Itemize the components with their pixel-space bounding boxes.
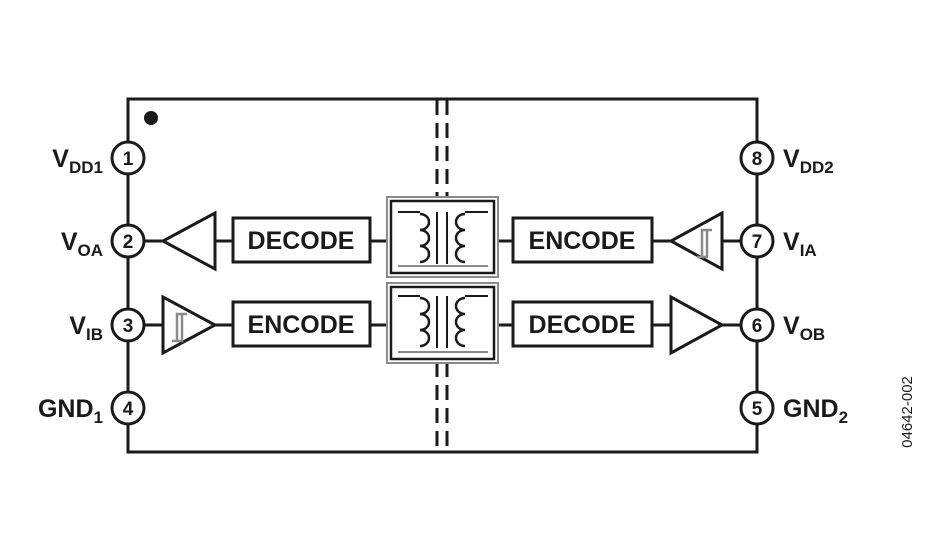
decode-block-b bbox=[511, 300, 654, 348]
transformer-a bbox=[386, 196, 499, 278]
pin-label-vdd1: VDD1 bbox=[52, 145, 103, 177]
input-buffer-b bbox=[161, 294, 219, 356]
pin-label-gnd1: GND1 bbox=[38, 395, 103, 427]
decode-block-a bbox=[231, 216, 372, 264]
block-label: DECODE bbox=[529, 311, 636, 339]
block-label: ENCODE bbox=[248, 311, 355, 339]
pin-8-circle bbox=[739, 140, 775, 176]
pin-number: 6 bbox=[752, 316, 763, 337]
pin-number: 1 bbox=[123, 149, 134, 170]
transformer-b bbox=[386, 282, 499, 364]
pin-label-via: VIA bbox=[783, 228, 817, 260]
isolation-barrier bbox=[435, 100, 449, 451]
pin-label-vob: VOB bbox=[783, 312, 825, 344]
encode-block-b bbox=[231, 300, 372, 348]
pin-5-circle bbox=[739, 390, 775, 426]
pin-label-vdd2: VDD2 bbox=[783, 145, 834, 177]
pin-number: 8 bbox=[752, 149, 763, 170]
pin-number: 2 bbox=[123, 232, 134, 253]
pin-number: 4 bbox=[123, 399, 134, 420]
schmitt-trigger-icon bbox=[697, 228, 712, 259]
pin-label-voa: VOA bbox=[61, 228, 103, 260]
pin-4-circle bbox=[110, 390, 146, 426]
pin-number: 3 bbox=[123, 316, 134, 337]
pin-number: 5 bbox=[752, 399, 763, 420]
pin1-indicator-dot bbox=[144, 111, 158, 125]
pin-1-circle bbox=[110, 140, 146, 176]
block-label: ENCODE bbox=[529, 227, 636, 255]
schmitt-trigger-icon bbox=[172, 312, 187, 343]
input-buffer-a bbox=[667, 210, 724, 272]
pin-label-vib: VIB bbox=[69, 312, 103, 344]
pin-number: 7 bbox=[752, 232, 763, 253]
pin-label-gnd2: GND2 bbox=[783, 395, 848, 427]
figure-id: 04642-002 bbox=[899, 376, 916, 448]
block-label: DECODE bbox=[248, 227, 355, 255]
package-outline bbox=[126, 97, 759, 454]
encode-block-a bbox=[511, 216, 654, 264]
output-buffer-a bbox=[159, 210, 217, 272]
output-buffer-b bbox=[669, 294, 726, 356]
